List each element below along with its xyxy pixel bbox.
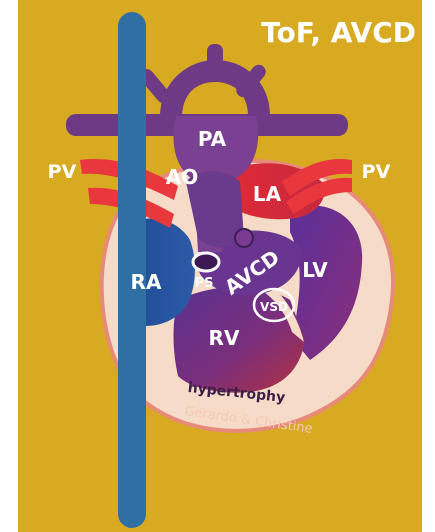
label-ra: RA (131, 270, 162, 294)
label-lv: LV (302, 258, 328, 282)
aortic-valve (235, 229, 253, 247)
diagram-title: ToF, AVCD (261, 16, 416, 49)
pulmonary-stenosis-ring (193, 253, 219, 271)
label-pv-right: PV (362, 161, 391, 183)
label-ao: AO (166, 165, 198, 189)
label-pa: PA (198, 127, 227, 151)
label-pv-left: PV (48, 161, 77, 183)
label-la: LA (253, 182, 282, 206)
label-ps: PS (195, 276, 214, 291)
label-rv: RV (209, 326, 240, 350)
label-vsd: VSD (260, 300, 288, 314)
